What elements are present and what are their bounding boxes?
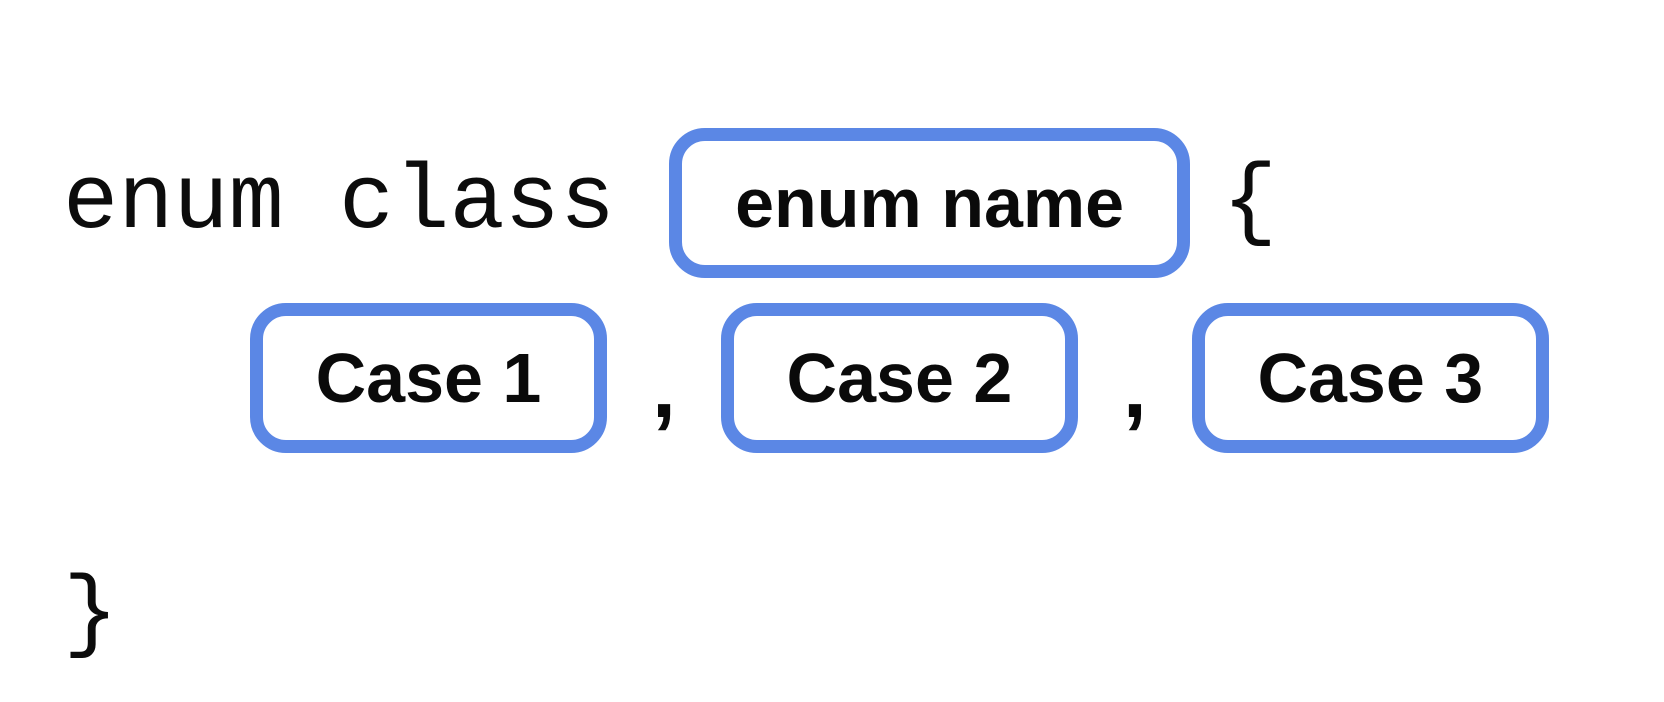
- closing-line: }: [63, 540, 118, 690]
- close-brace: }: [63, 562, 119, 668]
- case-1-placeholder-box: Case 1: [250, 303, 607, 453]
- keyword-enum-class: enum class: [63, 150, 616, 256]
- enum-name-placeholder-box: enum name: [669, 128, 1191, 278]
- declaration-line: enum class enum name {: [63, 128, 1277, 278]
- comma-separator: ,: [652, 339, 676, 436]
- case-2-label: Case 2: [786, 339, 1013, 417]
- open-brace: {: [1222, 150, 1278, 256]
- case-3-label: Case 3: [1257, 339, 1484, 417]
- comma-separator: ,: [1122, 339, 1147, 436]
- cases-line: Case 1 , Case 2 , Case 3: [250, 303, 1549, 453]
- enum-name-label: enum name: [735, 164, 1125, 242]
- case-1-label: Case 1: [315, 339, 542, 417]
- case-3-placeholder-box: Case 3: [1191, 303, 1549, 453]
- case-2-placeholder-box: Case 2: [720, 303, 1078, 453]
